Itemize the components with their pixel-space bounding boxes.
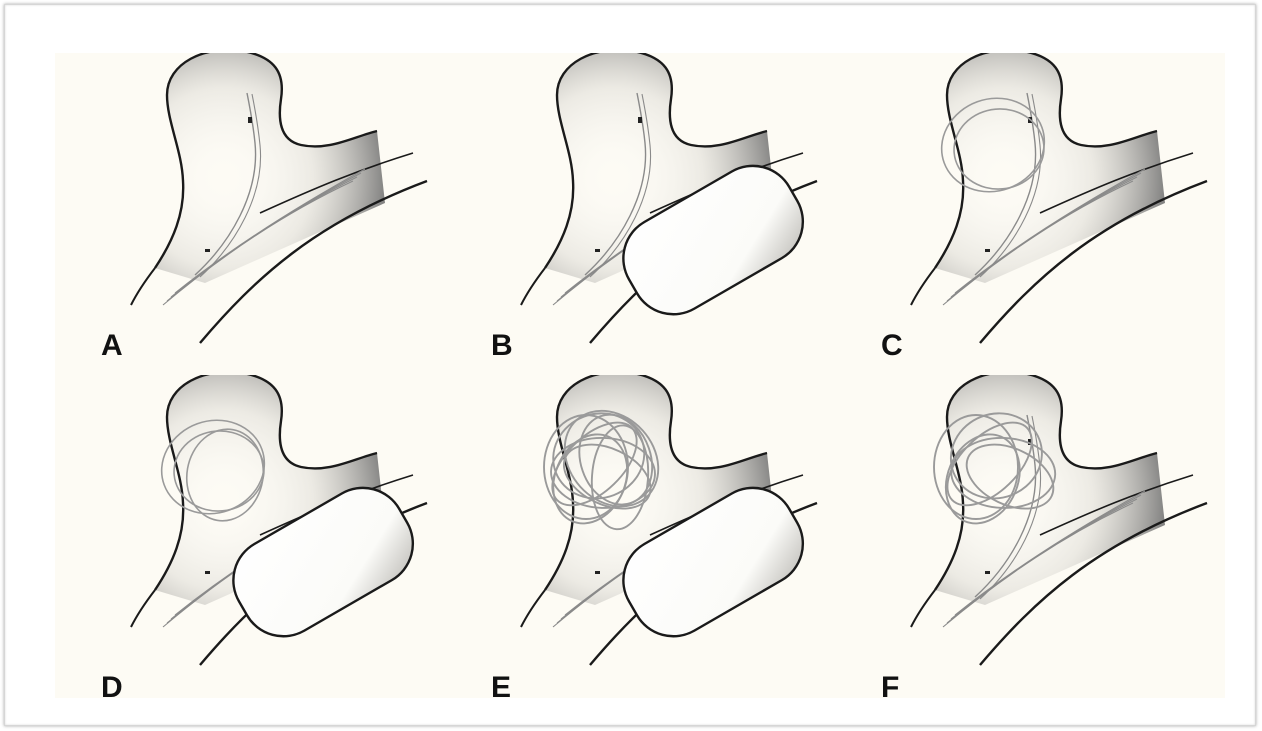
panel-a-artery-inner-wall (131, 268, 155, 305)
panel-e-artery-inner-wall (521, 590, 545, 627)
panel-b-label: B (491, 329, 513, 363)
panel-f-label: F (881, 671, 899, 697)
panel-e-drawing (445, 375, 835, 697)
panel-c-drawing (835, 53, 1225, 375)
panel-d-label: D (101, 671, 123, 697)
panel-c-label: C (881, 329, 903, 363)
panel-e-label: E (491, 671, 511, 697)
panel-a: A (55, 53, 445, 375)
panel-a-sac-shading (155, 53, 385, 283)
panel-c: C (835, 53, 1225, 375)
panel-f-drawing (835, 375, 1225, 697)
panel-c-sac-shading (935, 53, 1165, 283)
image-frame: A B C D E F (4, 4, 1256, 726)
panel-a-label: A (101, 329, 123, 363)
panel-d: D (55, 375, 445, 697)
figure-illustration: A B C D E F (55, 53, 1225, 698)
panel-f: F (835, 375, 1225, 697)
panel-b-drawing (445, 53, 835, 375)
panel-e: E (445, 375, 835, 697)
panel-c-artery-inner-wall (911, 268, 935, 305)
panel-d-artery-inner-wall (131, 590, 155, 627)
panel-d-drawing (55, 375, 445, 697)
panel-f-artery-inner-wall (911, 590, 935, 627)
panel-b: B (445, 53, 835, 375)
panel-a-drawing (55, 53, 445, 375)
panel-b-artery-inner-wall (521, 268, 545, 305)
